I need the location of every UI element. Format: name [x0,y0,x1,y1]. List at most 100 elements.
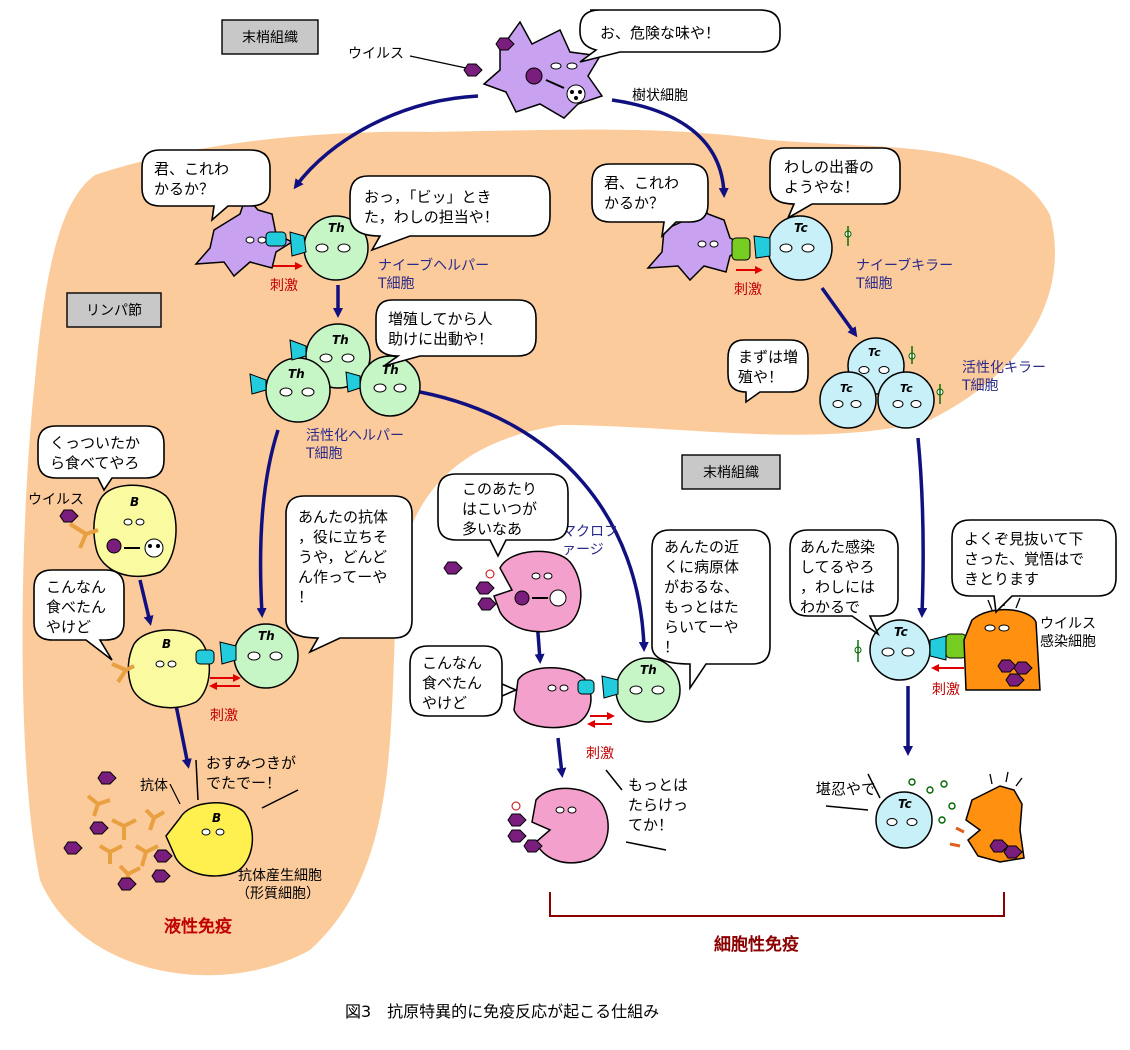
svg-text:増殖してから人: 増殖してから人 [388,310,493,328]
svg-text:このあたり: このあたり [462,480,537,498]
zone-lymph-node: リンパ節 [66,292,162,328]
svg-text:くっついたか: くっついたか [50,434,140,452]
svg-text:Th: Th [288,367,305,381]
bubble-infected: よくぞ見抜いて下 さった、覚悟はで きとります [951,519,1117,614]
svg-text:多いなあ: 多いなあ [462,520,522,538]
svg-text:食べたん: 食べたん [422,674,482,692]
label-naive-killer-2: T細胞 [855,276,893,292]
svg-text:君、これわ: 君、これわ [604,174,679,192]
svg-text:こんなん: こんなん [46,578,106,596]
svg-text:！: ！ [664,638,679,656]
svg-text:末梢組織: 末梢組織 [703,465,759,481]
svg-text:ようやな！: ようやな！ [784,178,859,196]
bubble-helper-reply: おっ，「ビッ」とき た，わしの担当や！ [349,175,551,252]
svg-text:がおるな、: がおるな、 [664,578,739,596]
bubble-b-to-th: こんなん 食べたん やけど [33,569,125,661]
b-helper-pair: B Th [111,623,299,709]
svg-text:助けに出動や！: 助けに出動や！ [388,330,493,348]
label-virus-top: ウイルス [348,46,404,62]
label-infected-1: ウイルス [1040,616,1096,632]
stim-4: 刺激 [586,745,614,762]
svg-text:はこいつが: はこいつが [462,500,537,518]
stim-2: 刺激 [734,281,762,298]
svg-text:くに病原体: くに病原体 [664,558,739,576]
dendritic-killer-pair: Tc [646,198,852,282]
svg-text:おっ，「ビッ」とき: おっ，「ビッ」とき [364,188,492,206]
bubble-plasma: おすみつきが でたでー！ [195,754,299,809]
svg-text:わしの出番の: わしの出番の [784,158,874,176]
label-macrophage-2: ァージ [562,542,604,558]
svg-text:あんたの近: あんたの近 [664,538,739,556]
svg-text:Tc: Tc [900,382,913,395]
bubble-active-helper: 増殖してから人 助けに出動や！ [375,299,537,367]
svg-text:やけど: やけど [46,618,91,636]
label-naive-helper-2: T細胞 [377,276,415,292]
svg-text:殖や！: 殖や！ [738,368,783,386]
svg-text:やけど: やけど [422,694,467,712]
bubble-killer-active: あんた感染 してるやろ ，わしには わかるで [789,529,899,637]
svg-text:もっとはた: もっとはた [664,598,739,616]
svg-text:Tc: Tc [898,797,912,811]
svg-text:こんなん: こんなん [422,654,482,672]
svg-text:食べたん: 食べたん [46,598,106,616]
label-active-killer-1: 活性化キラー [962,360,1046,376]
bubble-macro: このあたり はこいつが 多いなあ [437,473,569,558]
svg-text:リンパ節: リンパ節 [86,302,142,319]
bubble-macro-to-th: こんなん 食べたん やけど [409,645,519,717]
svg-text:た，わしの担当や！: た，わしの担当や！ [364,208,499,226]
bubble-th-to-b: あんたの抗体 ，役に立ちそ うや，どんど ん作ってーや ！ [285,495,413,654]
svg-text:てか！: てか！ [628,816,673,834]
svg-text:お、危険な味や！: お、危険な味や！ [600,24,720,42]
b-cell-eating: B [59,484,177,578]
svg-text:Th: Th [332,333,349,347]
label-active-helper-1: 活性化ヘルパー [306,428,404,444]
svg-text:まずは増: まずは増 [738,348,798,366]
zone-peripheral-mid: 末梢組織 [681,454,781,490]
svg-text:ん作ってーや: ん作ってーや [298,568,387,586]
activated-killer-cluster: Tc Tc Tc [819,337,944,429]
svg-text:かるか？: かるか？ [604,194,664,212]
label-naive-helper-1: ナイーブヘルパー [378,257,489,274]
label-naive-killer-1: ナイーブキラー [856,257,953,274]
svg-text:Tc: Tc [840,382,853,395]
svg-text:Tc: Tc [894,625,908,639]
bubble-dc-helper: 君、これわ かるか？ [141,149,271,223]
macrophage-eating [443,550,582,633]
label-humoral: 液性免疫 [164,916,232,937]
bubble-active-killer: まずは増 殖や！ [727,339,809,404]
stim-1: 刺激 [270,277,298,294]
svg-text:！: ！ [298,588,313,606]
svg-text:君、これわ: 君、これわ [154,160,229,178]
macrophage-active [507,787,609,864]
activated-helper-cluster: Th Th Th [249,323,421,423]
label-antibody: 抗体 [140,778,168,794]
svg-text:あんたの抗体: あんたの抗体 [298,508,388,526]
svg-text:，役に立ちそ: ，役に立ちそ [298,528,388,546]
figure-caption: 図3 抗原特異的に免疫反応が起こる仕組み [345,1002,659,1021]
bubble-b-cell: くっついたか ら食べてやろ [37,425,165,492]
label-plasma-1: 抗体産生細胞 [238,868,322,884]
svg-text:たらけっ: たらけっ [628,796,688,814]
svg-text:Tc: Tc [868,346,881,359]
svg-text:Th: Th [328,221,345,235]
bubble-th-to-macro: あんたの近 くに病原体 がおるな、 もっとはた らいてーや ！ [651,529,771,691]
label-infected-2: 感染細胞 [1040,633,1096,650]
stimulus-arrows [209,262,964,728]
svg-text:もっとは: もっとは [628,776,688,794]
cellular-immunity-bracket [549,892,1005,917]
svg-text:でたでー！: でたでー！ [206,774,281,792]
killer-kill-scene: Tc [875,771,1025,863]
svg-text:ら食べてやろ: ら食べてやろ [50,454,139,472]
bubble-killer-reply: わしの出番の ようやな！ [769,147,901,220]
label-macrophage-1: マクロフ [562,524,618,540]
label-active-helper-2: T細胞 [305,446,343,462]
virus-top-particle [463,63,483,77]
bubble-macro-active: もっとは たらけっ てか！ [605,769,688,851]
svg-text:Tc: Tc [794,221,808,235]
stim-5: 刺激 [932,681,960,698]
svg-text:Th: Th [258,629,275,643]
svg-text:うや，どんど: うや，どんど [298,548,387,566]
svg-text:あんた感染: あんた感染 [800,538,875,556]
virus-cluster-antibody [63,771,173,891]
